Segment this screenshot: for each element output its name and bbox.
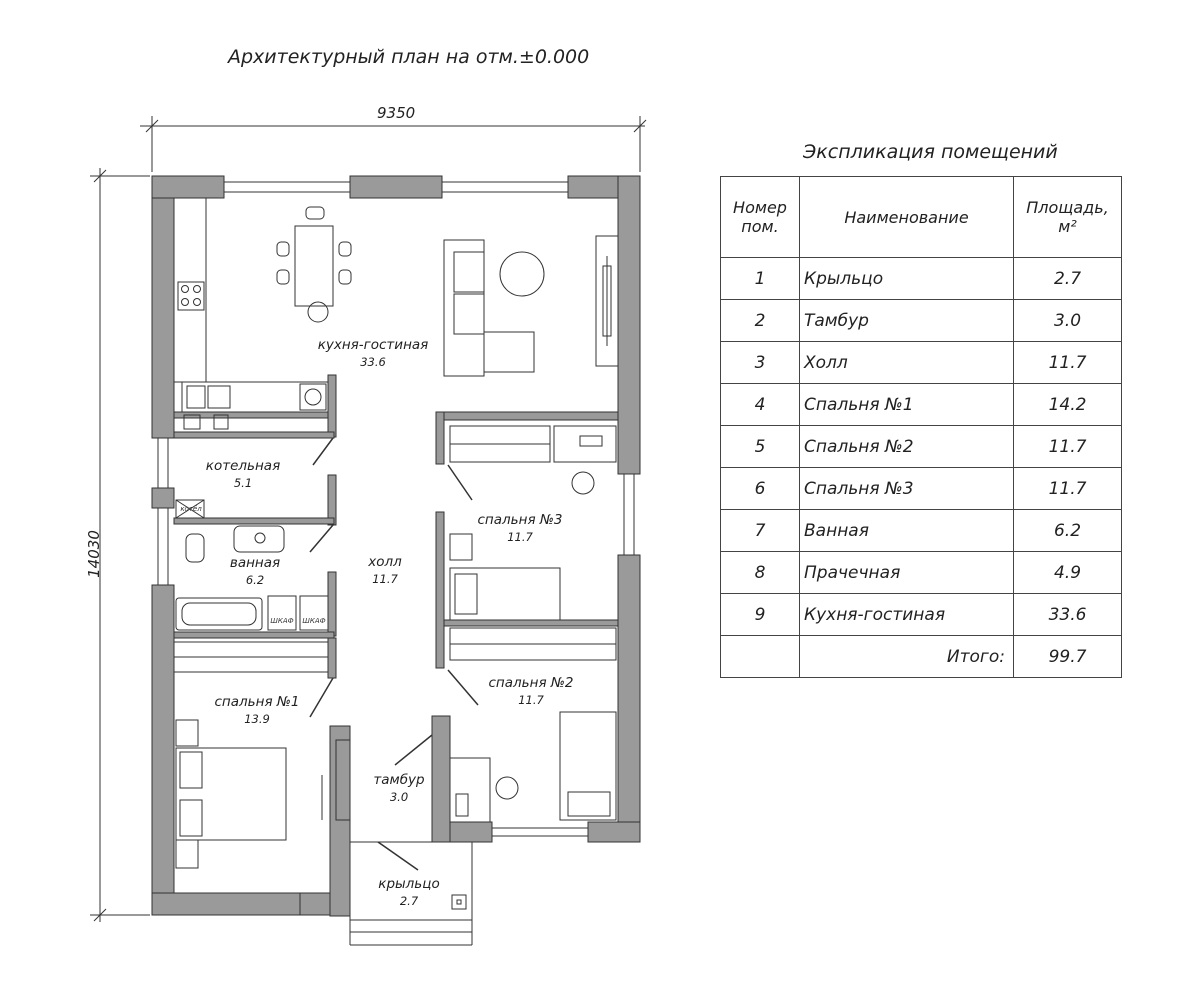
width-dimension: 9350 [377,104,416,122]
header-number: Номер пом. [720,176,800,258]
cell-name: Спальня №3 [799,467,1014,510]
cell-num: 6 [720,467,800,510]
cell-name: Крыльцо [799,257,1014,300]
cell-area: 33.6 [1013,593,1122,636]
cell-area: 2.7 [1013,257,1122,300]
total-area: 99.7 [1013,635,1122,678]
cell-name: Спальня №2 [799,425,1014,468]
cell-name: Кухня-гостиная [799,593,1014,636]
boiler-fixture-label: котёл [180,505,202,513]
wardrobe-label-2: ШКАФ [302,617,326,625]
cell-num-empty [720,635,800,678]
cell-area: 11.7 [1013,341,1122,384]
explication-title: Экспликация помещений [803,141,1058,163]
table-header-row: Номер пом. Наименование Площадь, м² [720,176,1122,258]
cell-num: 5 [720,425,800,468]
cell-num: 2 [720,299,800,342]
height-dimension: 14030 [84,530,103,578]
cell-num: 3 [720,341,800,384]
wardrobe-label-1: ШКАФ [270,617,294,625]
cell-area: 14.2 [1013,383,1122,426]
cell-name: Прачечная [799,551,1014,594]
total-label: Итого: [799,635,1014,678]
cell-name: Спальня №1 [799,383,1014,426]
plan-title: Архитектурный план на отм.±0.000 [228,46,590,68]
cell-area: 3.0 [1013,299,1122,342]
cell-name: Холл [799,341,1014,384]
header-name: Наименование [799,176,1014,258]
cell-name: Ванная [799,509,1014,552]
cell-area: 6.2 [1013,509,1122,552]
cell-name: Тамбур [799,299,1014,342]
cell-area: 11.7 [1013,425,1122,468]
table-total-row: Итого: 99.7 [720,635,1122,678]
cell-num: 9 [720,593,800,636]
cell-area: 11.7 [1013,467,1122,510]
cell-num: 4 [720,383,800,426]
cell-num: 8 [720,551,800,594]
cell-num: 7 [720,509,800,552]
header-area: Площадь, м² [1013,176,1122,258]
cell-area: 4.9 [1013,551,1122,594]
cell-num: 1 [720,257,800,300]
